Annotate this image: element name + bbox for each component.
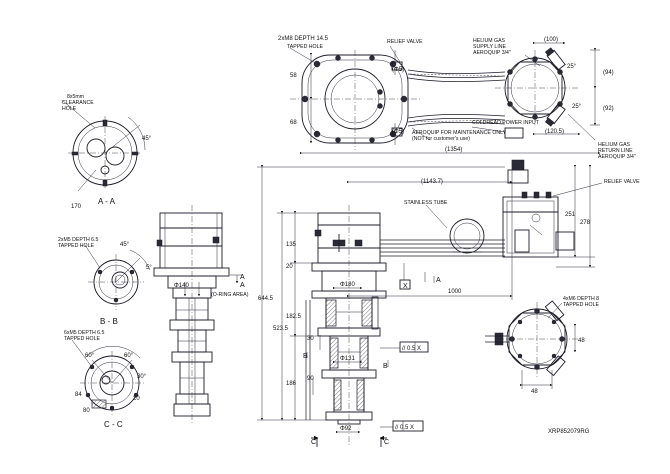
dim-251: 251 [565, 212, 576, 218]
bottom-head-view [485, 300, 580, 389]
dim-angle-top: 25° [567, 64, 577, 70]
label-helium-supply-3: AEROQUIP 3/4" [473, 50, 511, 56]
side-elevation-view [153, 205, 243, 425]
dim-cc-60b: 60° [124, 353, 134, 359]
annotation-labels: 2xM8 DEPTH 14.5 TAPPED HOLE RELIEF VALVE… [58, 36, 640, 446]
dim-phi180: Φ180 [340, 282, 355, 288]
dim-186: 186 [286, 381, 297, 387]
dim-68: 68 [290, 120, 297, 126]
label-helium-return-2: RETURN LINE [598, 148, 633, 154]
dim-aa-170: 170 [71, 204, 82, 210]
label-relief-valve-right: RELIEF VALVE [604, 179, 640, 185]
label-relief-valve-top: RELIEF VALVE [387, 39, 423, 45]
label-bb-tapped: TAPPED HOLE [58, 243, 94, 249]
dim-48-right: 48 [578, 338, 585, 344]
cut-a-side-1: A [240, 274, 245, 281]
cut-c-right: C [384, 439, 389, 446]
dim-bb-5: 5° [146, 265, 152, 271]
label-tapped-hole-top: TAPPED HOLE [287, 44, 323, 50]
dim-1143-7: (1143.7) [421, 179, 443, 185]
label-bottom-tapped: TAPPED HOLE [563, 302, 599, 308]
label-helium-return-1: HELIUM GAS [598, 142, 631, 148]
label-cc-thread: 6xM5 DEPTH 6.5 [64, 330, 104, 336]
dim-120-5: (120.5) [545, 129, 564, 135]
dim-58: 58 [290, 73, 297, 79]
dim-48-bottom: 48 [531, 389, 538, 395]
section-c-c-view [71, 339, 144, 415]
cut-c-left: C [311, 439, 316, 446]
label-cc-tapped: TAPPED HOLE [64, 336, 100, 342]
datum-x-1: X [403, 283, 408, 290]
dim-cc-60a: 60° [85, 353, 95, 359]
dim-phi5-bottom: (Φ5) [392, 129, 404, 135]
dim-100: (100) [544, 37, 558, 43]
label-helium-supply-2: SUPPLY LINE [473, 44, 507, 50]
dim-182-5: 182.5 [286, 314, 302, 320]
cut-b-left: B [303, 353, 308, 360]
dim-aa-45: 45° [142, 136, 152, 142]
dim-92: (92) [603, 106, 614, 112]
dim-phi131: Φ131 [340, 356, 355, 362]
top-plan-view [289, 41, 601, 155]
dim-phi92: Φ92 [340, 426, 352, 432]
dim-cc-80: 80 [83, 408, 90, 414]
dim-90: 90 [307, 376, 314, 382]
label-bottom-thread: 4xM6 DEPTH 8 [563, 296, 599, 302]
label-oring-area: (O-RING AREA) [211, 292, 249, 298]
dim-135: 135 [286, 242, 297, 248]
dim-phi140: Φ140 [174, 283, 189, 289]
label-aeroquip-maint: AEROQUIP FOR MAINTENANCE ONLY [412, 130, 507, 136]
label-aeroquip-maint-2: (NOT for customer's use) [412, 136, 470, 142]
dim-angle-bottom: 25° [572, 104, 582, 110]
dim-bb-45: 45° [120, 242, 130, 248]
dim-20: 20 [286, 264, 293, 270]
label-helium-supply-1: HELIUM GAS [473, 38, 506, 44]
section-label-bb: B - B [100, 317, 118, 326]
fcf-2: // 0.5 X [395, 425, 414, 431]
front-elevation-view [257, 159, 603, 447]
cut-b-right: B [383, 363, 388, 370]
section-b-b-view [84, 244, 151, 310]
cut-a-side-2: A [240, 282, 245, 289]
label-aa-hole: HOLE [62, 106, 77, 112]
label-bb-thread: 2xM5 DEPTH 6.5 [58, 237, 98, 243]
cut-a-front: A [436, 277, 441, 284]
label-thread-top: 2xM8 DEPTH 14.5 [278, 36, 329, 42]
section-a-a-view [61, 99, 146, 192]
dim-94: (94) [603, 70, 614, 76]
dim-278: 278 [580, 220, 591, 226]
dim-phi5-top: (Φ5) [392, 67, 404, 73]
label-aa-thread: 8x5mm [67, 94, 84, 100]
dim-cc-20: 20 [133, 396, 140, 402]
dim-523-5: 523.5 [273, 326, 289, 332]
dim-cc-84: 84 [75, 392, 82, 398]
dim-cc-30: 30° [137, 374, 147, 380]
dim-30: 30 [307, 336, 314, 342]
section-label-aa: A - A [98, 197, 116, 206]
label-aa-clearance: CLEARANCE [62, 100, 94, 106]
label-helium-return-3: AEROQUIP 3/4" [598, 154, 636, 160]
fcf-1: // 0.5 X [402, 346, 421, 352]
label-coldhead-power: COLDHEAD POWER INPUT [472, 120, 540, 126]
dim-1354: (1354) [445, 147, 462, 153]
section-label-cc: C - C [104, 420, 123, 429]
label-stainless-tube: STAINLESS TUBE [404, 200, 448, 206]
dim-644-5: 644.5 [258, 296, 274, 302]
dim-1000: 1000 [448, 289, 462, 295]
drawing-number: XRP852079RG [548, 429, 590, 435]
